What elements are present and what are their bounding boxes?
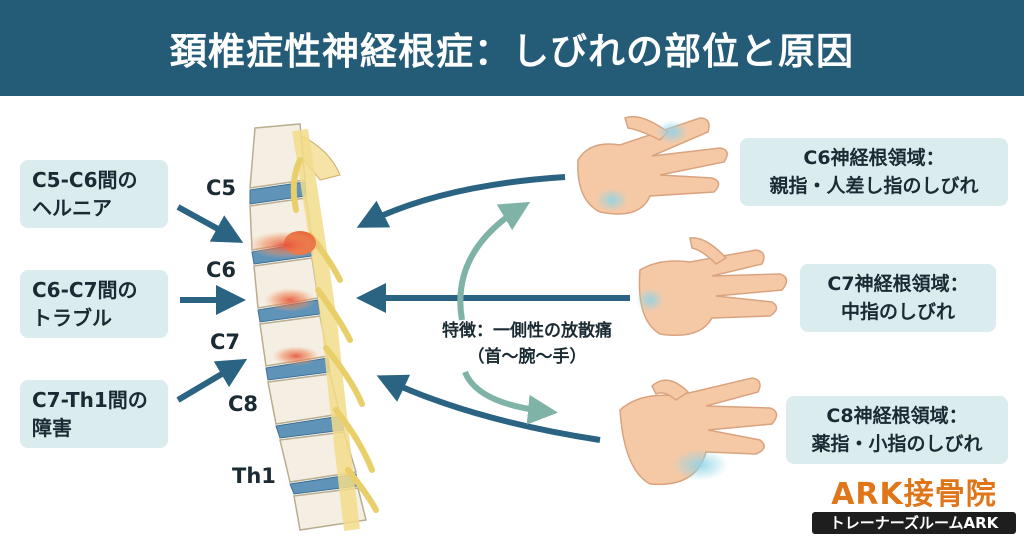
cause-line: C5-C6間の (32, 168, 138, 192)
vertebra-label-c5: C5 (206, 176, 237, 200)
cause-box-c6c7: C6-C7間の トラブル (20, 270, 168, 338)
cause-line: C6-C7間の (32, 278, 138, 302)
nerve-root-c7 (315, 287, 353, 343)
title-banner: 頚椎症性神経根症：しびれの部位と原因 (0, 0, 1024, 96)
cervical-spine (247, 123, 379, 531)
cause-line: 障害 (32, 416, 72, 440)
dermatome-arrows (356, 174, 630, 443)
region-line: C7神経根領域： (827, 273, 969, 295)
vertebra-label-c7: C7 (210, 330, 241, 354)
cause-arrows (176, 204, 248, 403)
region-line: C8神経根領域： (826, 405, 968, 427)
vertebra-label-c6: C6 (206, 258, 237, 282)
region-line: 親指・人差し指のしびれ (769, 175, 979, 197)
region-line: 薬指・小指のしびれ (811, 433, 983, 455)
feature-line: 特徴：一側性の放散痛 (442, 321, 612, 341)
region-box-c7: C7神経根領域： 中指のしびれ (800, 264, 996, 332)
region-box-c8: C8神経根領域： 薬指・小指のしびれ (786, 396, 1008, 464)
logo-name: ARK接骨院 (831, 477, 997, 512)
region-box-c6: C6神経根領域： 親指・人差し指のしびれ (740, 138, 1008, 206)
pain-highlight-c5c6 (247, 231, 323, 259)
nerve-root (345, 467, 379, 513)
region-line: C6神経根領域： (803, 147, 945, 169)
vertebra-label-th1: Th1 (232, 464, 276, 488)
page-title: 頚椎症性神経根症：しびれの部位と原因 (170, 30, 854, 73)
vertebra-label-c8: C8 (228, 392, 259, 416)
hand-c6 (577, 115, 728, 215)
nerve-root-c5 (290, 157, 303, 213)
logo-subtitle: トレーナーズルームARK (812, 512, 1016, 534)
nerve-root-c8 (323, 345, 365, 407)
cause-line: C7-Th1間の (32, 388, 148, 412)
hand-c8 (619, 377, 778, 486)
feature-note: 特徴：一側性の放散痛 （首〜腕〜手） (412, 318, 642, 370)
cause-box-c7th1: C7-Th1間の 障害 (20, 380, 168, 448)
pain-highlight-c7t1 (272, 346, 320, 366)
cause-box-c5c6: C5-C6間の ヘルニア (20, 160, 168, 228)
clinic-logo: ARK接骨院 トレーナーズルームARK (812, 478, 1016, 534)
region-line: 中指のしびれ (840, 301, 955, 323)
nerve-root-t1 (333, 407, 375, 473)
hand-c7 (636, 237, 788, 336)
pain-highlight-c6c7 (264, 288, 316, 312)
feature-line: （首〜腕〜手） (467, 347, 587, 367)
cause-line: ヘルニア (32, 196, 112, 220)
cause-line: トラブル (32, 306, 112, 330)
radiating-pain-arrow (457, 201, 558, 425)
